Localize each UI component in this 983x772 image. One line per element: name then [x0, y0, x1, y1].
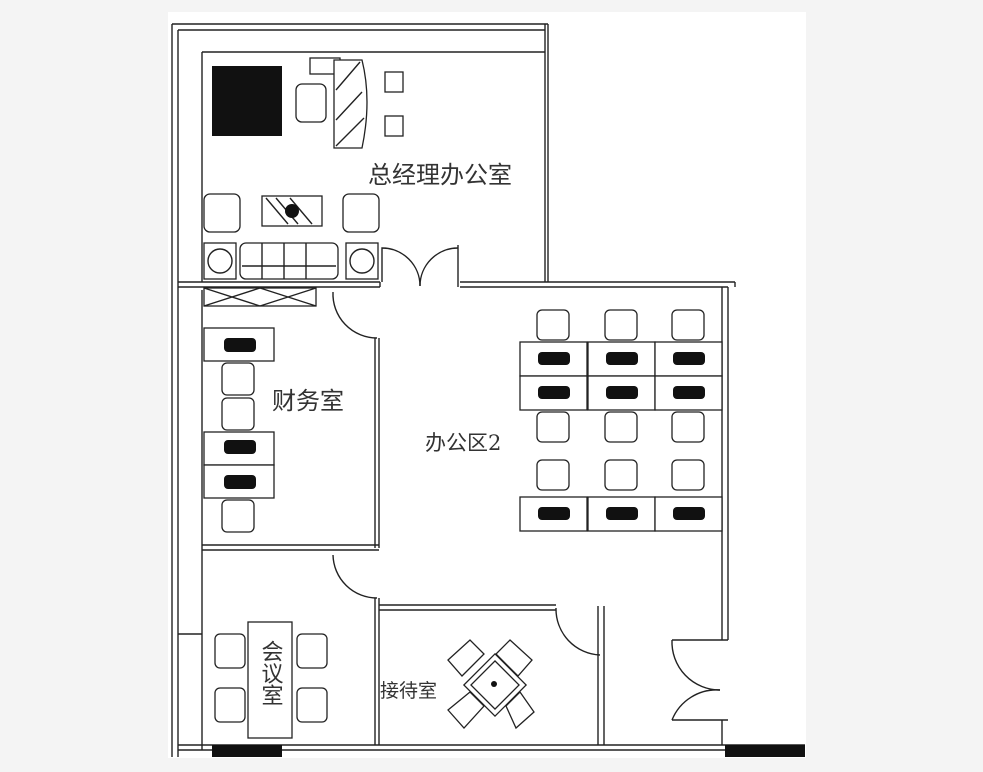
desk	[519, 375, 588, 411]
label-finance: 财务室	[272, 387, 344, 415]
office-area-workstations	[519, 309, 723, 532]
computer	[538, 507, 570, 520]
reception-furniture	[447, 639, 535, 730]
gm-furniture	[203, 57, 404, 280]
computer	[606, 386, 638, 399]
computer	[606, 352, 638, 365]
chair	[671, 459, 705, 491]
chair	[536, 411, 570, 443]
label-office-area: 办公区2	[425, 431, 501, 455]
desk	[654, 496, 723, 532]
label-gm-office: 总经理办公室	[368, 161, 512, 189]
chair	[604, 309, 638, 341]
room-labels: 总经理办公室 财务室 办公区2 会议室 接待室	[258, 161, 513, 706]
computer	[538, 386, 570, 399]
computer	[673, 352, 705, 365]
meeting-furniture	[214, 621, 328, 739]
chair	[604, 459, 638, 491]
computer	[673, 507, 705, 520]
chair	[671, 309, 705, 341]
chair	[671, 411, 705, 443]
computer	[606, 507, 638, 520]
chair	[536, 309, 570, 341]
label-reception: 接待室	[380, 680, 437, 702]
computer	[538, 352, 570, 365]
chair	[604, 411, 638, 443]
walls	[171, 23, 805, 757]
chair	[536, 459, 570, 491]
computer	[673, 386, 705, 399]
finance-furniture	[203, 327, 275, 533]
label-meeting: 会议室	[258, 640, 284, 706]
